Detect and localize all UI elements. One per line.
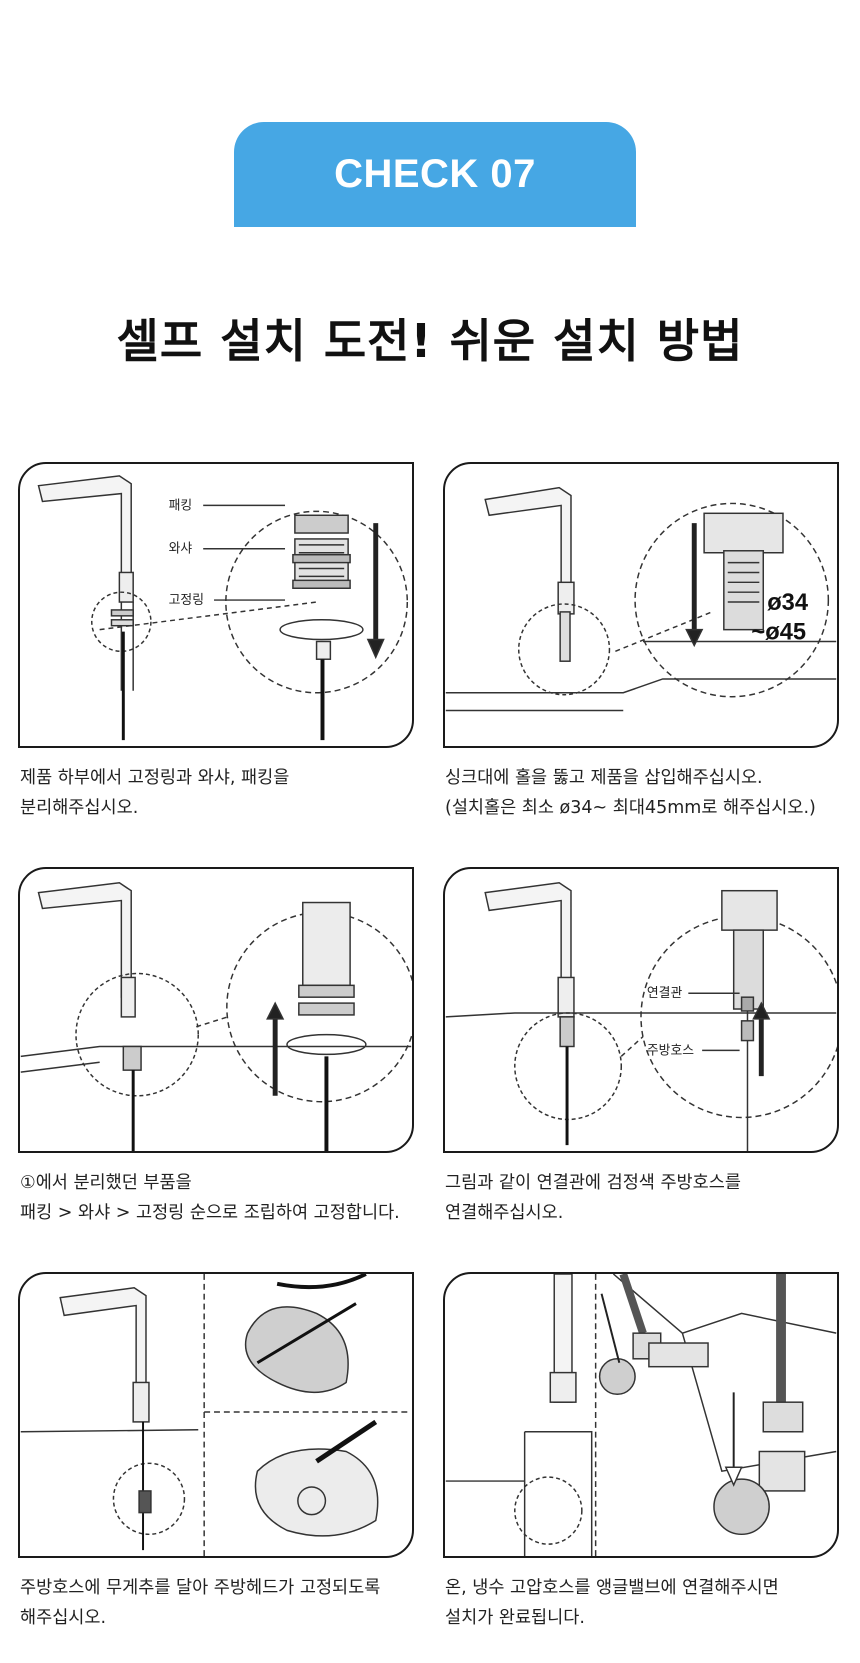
label-kitchen-hose: 주방호스: [647, 1043, 694, 1058]
step-2-illustration: ø34 ~ø45: [443, 462, 839, 748]
label-connector-pipe: 연결관: [647, 986, 683, 1001]
step-6-illustration: [443, 1272, 839, 1558]
label-washer: 와샤: [169, 542, 193, 557]
weight-attachment-drawing: [20, 1274, 412, 1556]
angle-valve-connection-drawing: [445, 1274, 837, 1556]
step-1-caption: 제품 하부에서 고정링과 와샤, 패킹을 분리해주십시오.: [20, 768, 290, 818]
step-3-illustration: [18, 867, 414, 1153]
faucet-insertion-drawing: ø34 ~ø45: [445, 486, 837, 712]
label-packing: 패킹: [169, 498, 193, 513]
faucet-reassembly-drawing: [20, 882, 412, 1151]
label-fixing-ring: 고정링: [169, 593, 204, 608]
step-5-illustration: [18, 1272, 414, 1558]
label-hole-min: ø34: [767, 590, 809, 616]
hose-connection-drawing: 연결관 주방호스: [445, 882, 837, 1151]
label-hole-max: ~ø45: [751, 620, 806, 646]
page-title: 셀프 설치 도전! 쉬운 설치 방법: [116, 314, 744, 368]
step-4-caption: 그림과 같이 연결관에 검정색 주방호스를 연결해주십시오.: [445, 1173, 741, 1223]
step-3-caption: ①에서 분리했던 부품을 패킹 > 와샤 > 고정링 순으로 조립하여 고정합니…: [20, 1173, 400, 1223]
step-4-illustration: 연결관 주방호스: [443, 867, 839, 1153]
step-6-caption: 온, 냉수 고압호스를 앵글밸브에 연결해주시면 설치가 완료됩니다.: [445, 1578, 779, 1628]
step-5-caption: 주방호스에 무게추를 달아 주방헤드가 고정되도록 해주십시오.: [20, 1578, 381, 1628]
step-2-caption: 싱크대에 홀을 뚫고 제품을 삽입해주십시오. (설치홀은 최소 ø34~ 최대…: [445, 768, 816, 818]
faucet-disassembly-drawing: 패킹 와샤 고정링: [37, 475, 409, 741]
check-badge: CHECK 07: [234, 122, 636, 227]
step-1-illustration: 패킹 와샤 고정링: [18, 462, 414, 748]
